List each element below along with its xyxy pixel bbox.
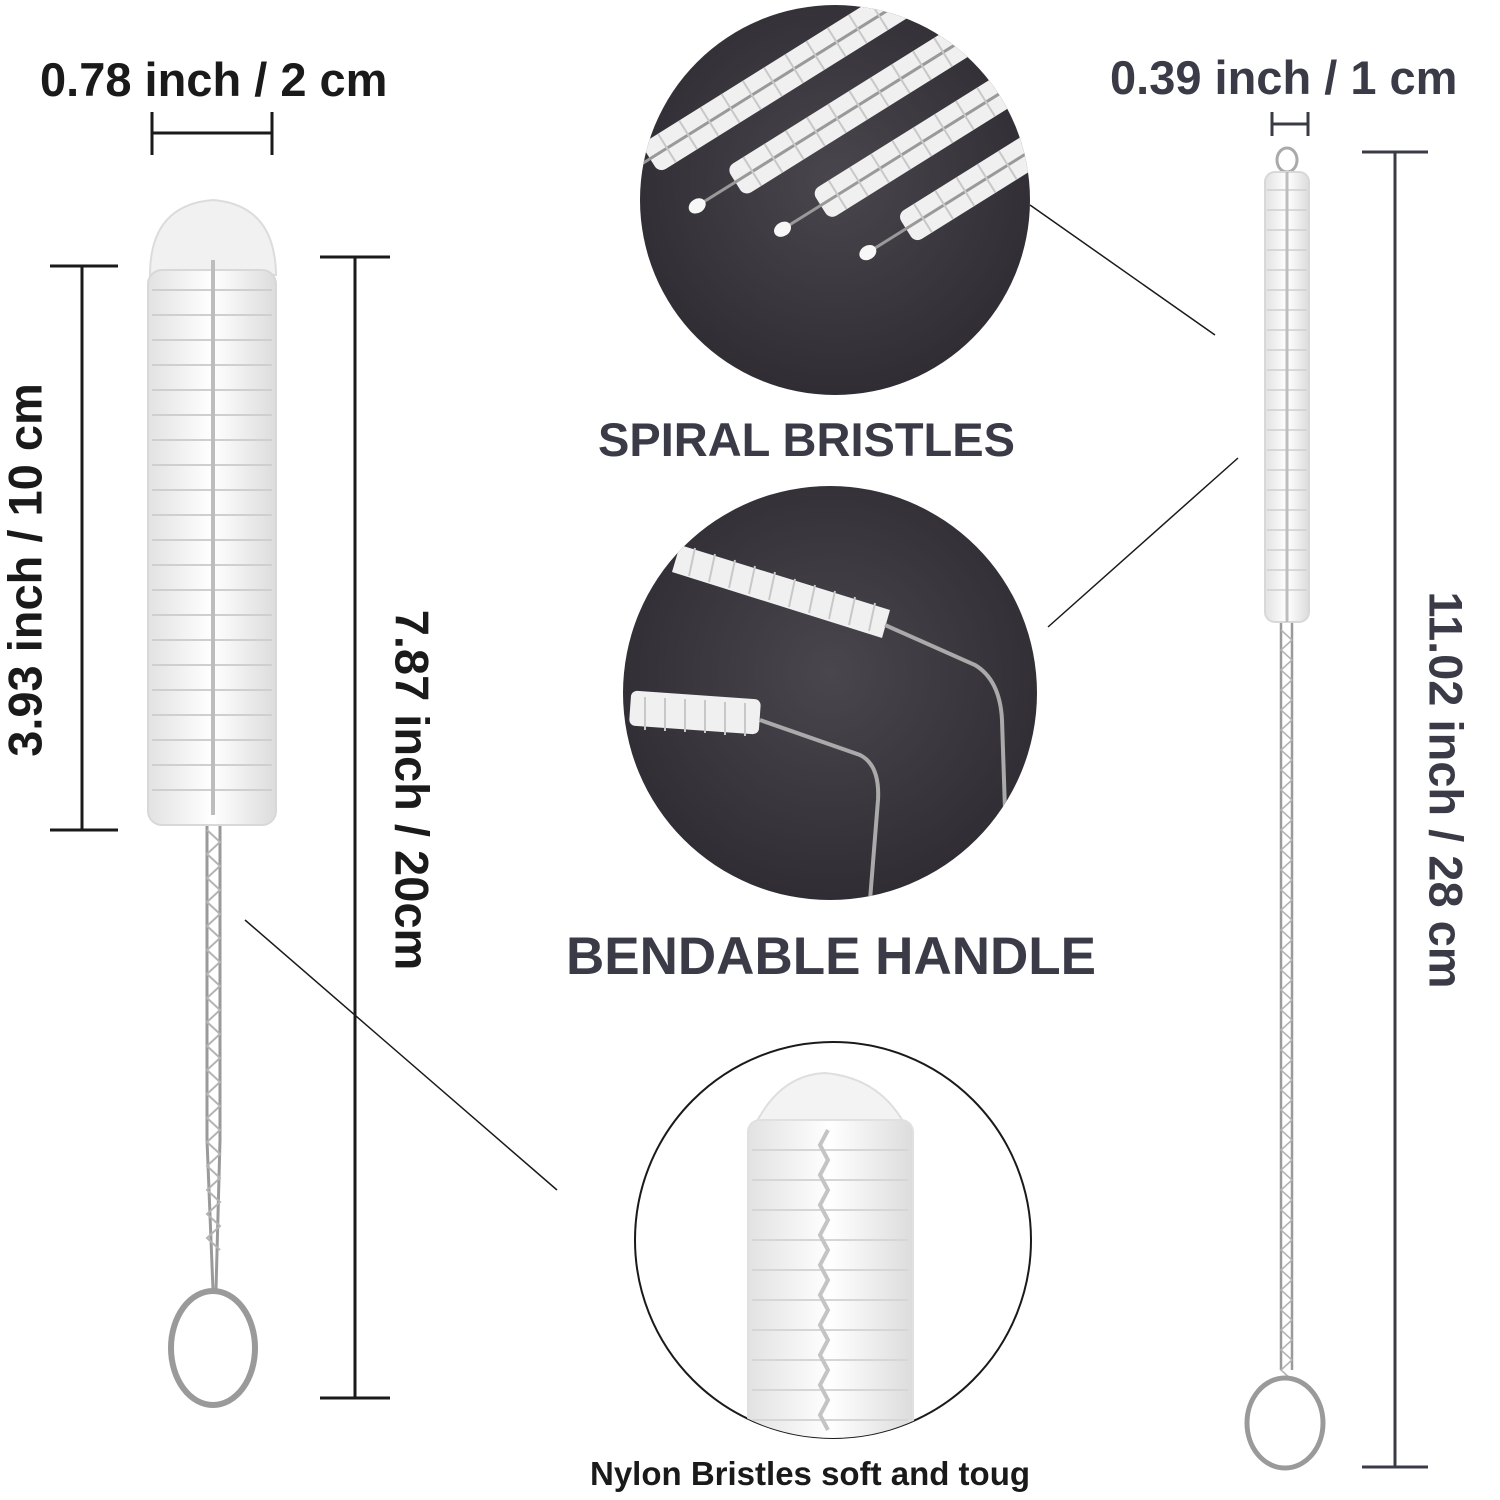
right-brush-top-loop — [1275, 146, 1299, 174]
left-width-label: 0.78 inch / 2 cm — [40, 53, 388, 106]
right-width-label: 0.39 inch / 1 cm — [1110, 51, 1458, 104]
nylon-bristles-detail — [634, 1041, 1032, 1439]
left-head-length-label: 3.93 inch / 10 cm — [0, 383, 52, 757]
left-head-dimension — [50, 264, 118, 832]
detail-bent-brush-2 — [629, 690, 881, 900]
left-brush-handle — [205, 815, 222, 1291]
right-brush — [1244, 146, 1326, 1471]
bendable-handle-caption: BENDABLE HANDLE — [566, 927, 1096, 986]
left-total-dimension — [320, 255, 390, 1400]
right-width-dimension — [1270, 112, 1310, 136]
right-brush-handle — [1279, 620, 1294, 1370]
spiral-bristles-caption: SPIRAL BRISTLES — [598, 413, 1015, 466]
right-total-length-label: 11.02 inch / 28 cm — [1419, 591, 1473, 989]
left-brush-loop — [168, 1288, 258, 1408]
right-brush-loop — [1244, 1375, 1326, 1471]
left-total-length-label: 7.87 inch / 20cm — [385, 609, 439, 971]
left-brush — [147, 198, 278, 1408]
callout-lines — [244, 204, 1239, 1191]
nylon-bristles-caption: Nylon Bristles soft and toug — [590, 1455, 1031, 1492]
right-total-dimension — [1362, 150, 1428, 1469]
spiral-bristles-detail — [640, 5, 1030, 395]
left-brush-tip — [148, 198, 278, 276]
left-width-dimension — [150, 112, 274, 155]
detail-brush-1 — [640, 5, 1013, 182]
detail-bent-brush-1 — [672, 545, 1007, 811]
bendable-handle-detail — [623, 486, 1037, 900]
